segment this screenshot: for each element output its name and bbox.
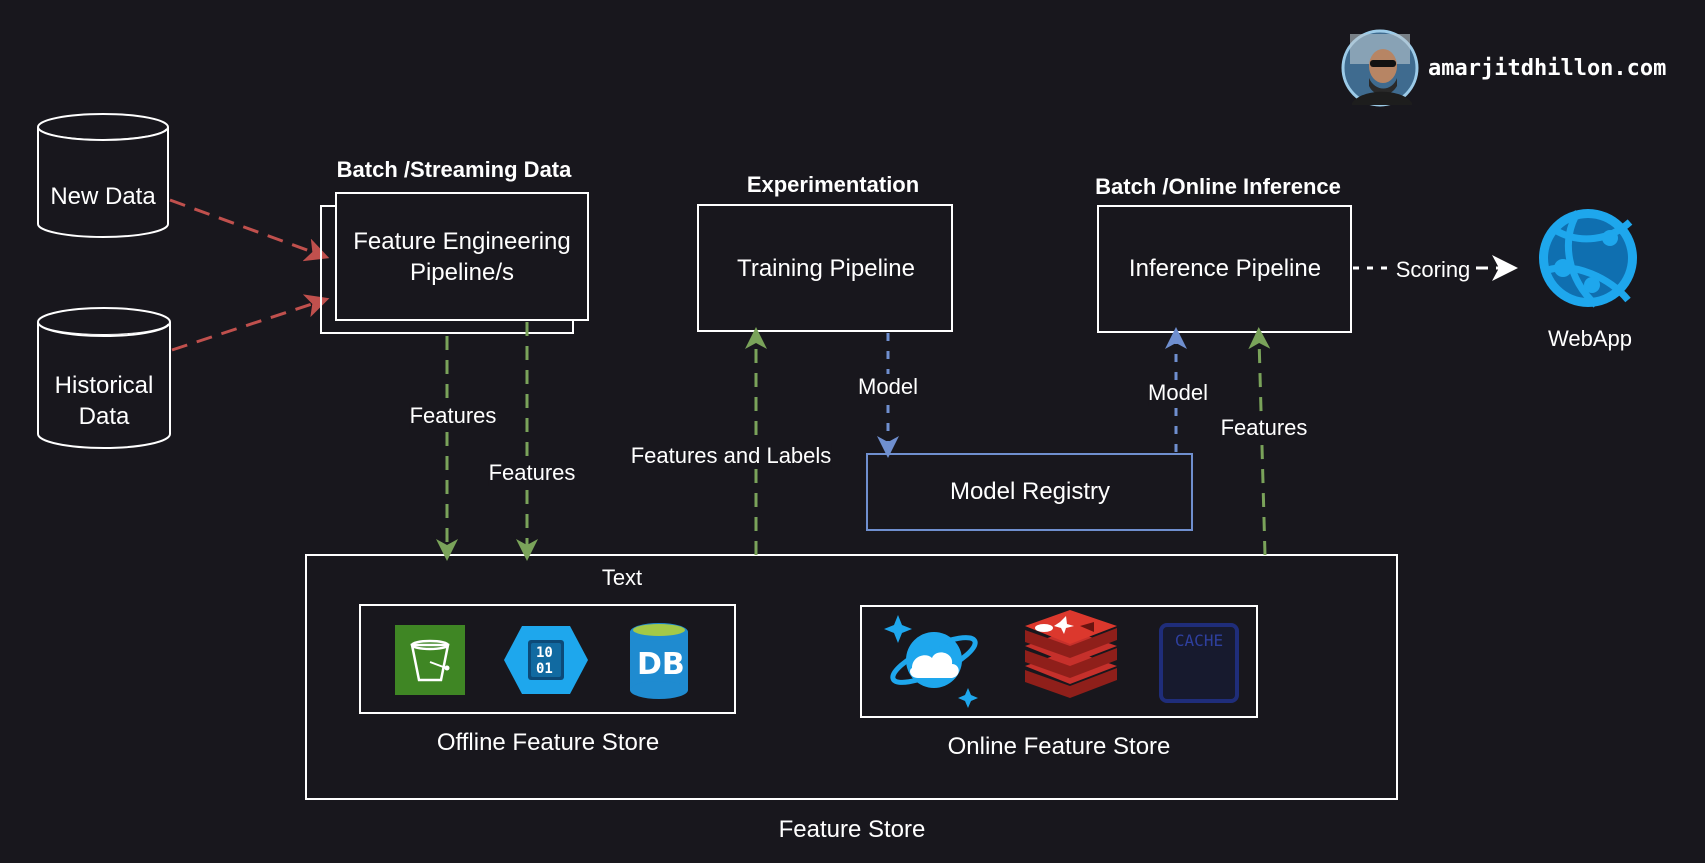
model-registry-label: Model Registry xyxy=(949,478,1111,505)
online-store-box xyxy=(860,605,1258,718)
redis-icon xyxy=(1025,610,1117,698)
flow-label-features-2: Features xyxy=(488,460,576,486)
webapp-globe-icon xyxy=(1539,209,1637,308)
binary-label-line2: 01 xyxy=(536,661,553,677)
training-pipeline-label: Training Pipeline xyxy=(737,255,915,282)
historical-data-label-line1: Historical xyxy=(54,372,154,399)
new-data-cylinder xyxy=(37,113,169,238)
historical-data-label-line2: Data xyxy=(78,403,130,430)
section-batch-streaming: Batch /Streaming Data xyxy=(336,157,572,182)
model-registry-box xyxy=(866,453,1193,531)
arrow-features-to-inference xyxy=(1248,327,1271,556)
cosmos-db-icon xyxy=(884,615,978,708)
feature-engineering-label-line2: Pipeline/s xyxy=(409,259,515,286)
offline-store-box xyxy=(359,604,736,714)
flow-label-model-up: Model xyxy=(1148,380,1208,406)
feature-store-title: Feature Store xyxy=(778,816,926,843)
binary-label-line1: 10 xyxy=(536,645,553,661)
feature-engineering-label-line1: Feature Engineering xyxy=(353,228,571,255)
binary-blob-icon xyxy=(504,626,588,694)
new-data-label: New Data xyxy=(50,183,156,210)
online-feature-store-label: Online Feature Store xyxy=(947,733,1171,760)
inference-pipeline-box xyxy=(1097,205,1352,333)
site-brand[interactable]: amarjitdhillon.com xyxy=(1428,56,1667,81)
feature-store-text-label: Text xyxy=(601,565,643,590)
avatar xyxy=(1341,29,1419,107)
training-pipeline-box xyxy=(697,204,953,332)
inference-pipeline-label: Inference Pipeline xyxy=(1128,255,1322,282)
webapp-label: WebApp xyxy=(1548,326,1632,351)
arrow-new-data-to-fe xyxy=(169,198,330,262)
historical-data-cylinder xyxy=(37,307,171,449)
section-batch-online-inference: Batch /Online Inference xyxy=(1095,174,1341,199)
flow-label-features-1: Features xyxy=(409,403,497,429)
feature-engineering-box xyxy=(320,192,589,334)
arrow-historical-to-fe xyxy=(171,294,330,352)
flow-label-scoring: Scoring xyxy=(1395,257,1471,282)
feature-store-box xyxy=(305,554,1398,800)
cache-icon xyxy=(1159,623,1239,703)
flow-label-features-up: Features xyxy=(1220,415,1308,441)
flow-label-model-down: Model xyxy=(858,374,918,400)
database-icon xyxy=(630,623,688,699)
flow-label-features-and-labels: Features and Labels xyxy=(630,443,832,469)
s3-bucket-icon xyxy=(395,625,465,695)
db-label: DB xyxy=(637,647,685,682)
cache-label: CACHE xyxy=(1174,631,1224,650)
offline-feature-store-label: Offline Feature Store xyxy=(436,729,660,756)
section-experimentation: Experimentation xyxy=(746,172,920,197)
